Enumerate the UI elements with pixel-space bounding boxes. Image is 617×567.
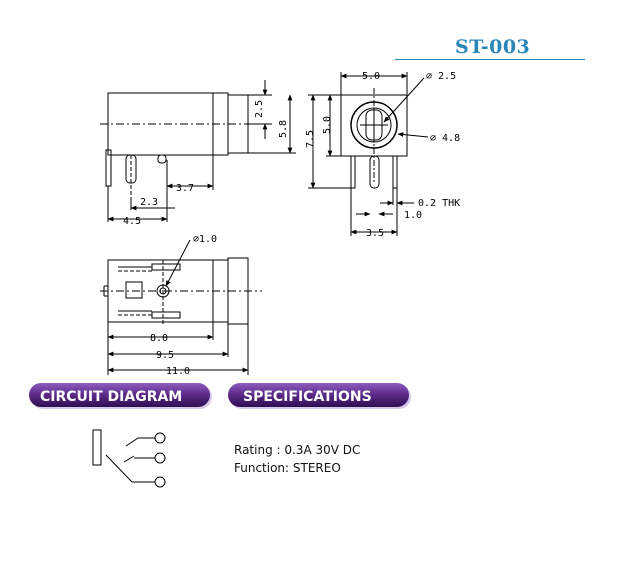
dim-top-9-5: 9.5 [156,350,174,361]
dim-top-dia-1-0: ∅1.0 [193,234,217,245]
terminal-1 [154,432,166,444]
circuit-diagram-label: CIRCUIT DIAGRAM [40,389,182,405]
top-view-dims: ∅1.0 8.0 9.5 11.0 [150,234,217,377]
dim-side-2-3: 2.3 [140,197,158,208]
switch-contact-1 [125,437,139,447]
dim-front-5-0-top: 5.0 [362,71,380,82]
dim-front-dia-2-5: ∅ 2.5 [426,71,456,82]
specifications-label: SPECIFICATIONS [243,389,372,405]
terminal-3 [154,476,166,488]
top-view [100,239,262,375]
dim-side-5-8: 5.8 [278,120,289,138]
front-view [308,72,429,236]
side-view [100,80,296,222]
dim-front-dia-4-8: ∅ 4.8 [430,133,460,144]
dim-front-0-2-thk: 0.2 THK [418,198,460,209]
circuit-diagram-pill: CIRCUIT DIAGRAM [29,383,212,409]
jack-sleeve [92,429,102,466]
dim-top-11-0: 11.0 [166,366,190,377]
title-underline [395,59,585,60]
dim-side-4-5: 4.5 [123,216,141,227]
dim-top-8-0: 8.0 [150,333,168,344]
dim-side-2-5: 2.5 [254,100,265,118]
spec-rating: Rating : 0.3A 30V DC [234,443,361,457]
dim-front-5-0-left: 5.0 [322,116,333,134]
circuit-schematic [92,429,166,488]
dim-front-3-5: 3.5 [366,228,384,239]
page-title: ST-003 [455,36,531,58]
terminal-2 [154,452,166,464]
dim-front-1-0: 1.0 [404,210,422,221]
front-view-dims: 5.0 ∅ 2.5 5.0 7.5 ∅ 4.8 0.2 THK 1.0 3.5 [305,71,460,239]
dim-side-3-7: 3.7 [176,183,194,194]
switch-contact-2 [123,455,135,463]
side-view-dims: 2.5 5.8 3.7 2.3 4.5 [123,100,289,227]
switch-contact-3 [105,454,133,483]
specifications-pill: SPECIFICATIONS [228,383,411,409]
dim-front-7-5: 7.5 [305,130,316,148]
spec-function: Function: STEREO [234,461,341,475]
